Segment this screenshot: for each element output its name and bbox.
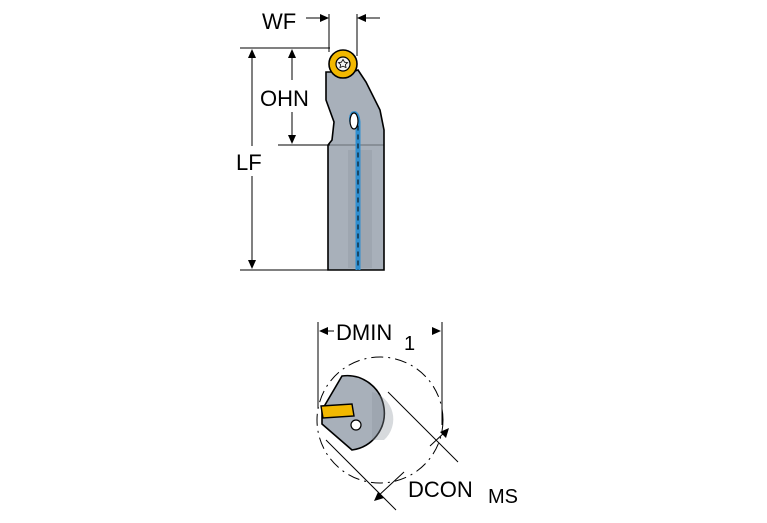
lf-label: LF (236, 150, 262, 175)
dcon-ext-upper (387, 391, 459, 463)
dcon-arrow-a (374, 492, 384, 501)
ohn-arrow-top (288, 49, 296, 58)
ohn-label: OHN (260, 86, 309, 111)
lf-arrow-top (248, 49, 256, 58)
ohn-arrow-bottom (288, 135, 296, 144)
dcon-label: DCON (408, 477, 473, 502)
end-section-shading (372, 392, 394, 440)
insert-screw (335, 56, 351, 72)
dcon-arrow-b (440, 428, 449, 438)
dmin-arrow-right (432, 327, 441, 335)
end-view: DMIN 1 DCON MS (316, 320, 518, 511)
end-view-insert (320, 403, 355, 419)
dmin-arrow-left (319, 327, 328, 335)
dcon-circle (316, 356, 444, 484)
wf-label: WF (262, 9, 296, 34)
dcon-ext-lower (325, 439, 397, 511)
wf-arrow-left-head (320, 14, 329, 22)
side-view: WF OHN LF (236, 9, 385, 271)
dcon-subscript: MS (488, 486, 518, 508)
dmin-subscript: 1 (404, 333, 415, 355)
dcon-dim-line-a (375, 471, 405, 499)
end-coolant-hole (350, 419, 362, 431)
wf-arrow-right-head (357, 14, 366, 22)
coolant-outlet (349, 112, 359, 130)
screw-torx-icon (337, 58, 349, 69)
dmin-label: DMIN (336, 320, 392, 345)
lf-arrow-bottom (248, 260, 256, 269)
